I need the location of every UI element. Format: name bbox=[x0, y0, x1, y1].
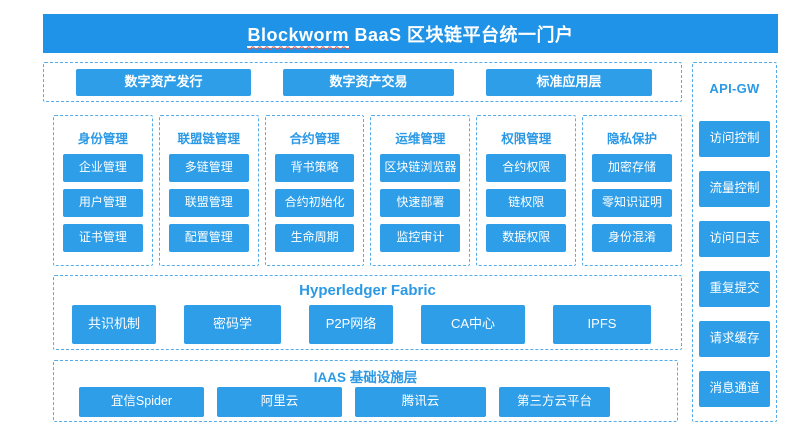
module-items: 背书策略 合约初始化 生命周期 bbox=[266, 154, 364, 252]
block-duplicate-submission[interactable]: 重复提交 bbox=[699, 271, 770, 307]
brand-name: Blockworm bbox=[247, 24, 349, 48]
banner-title-rest: BaaS 区块链平台统一门户 bbox=[349, 24, 574, 45]
block-traffic-control[interactable]: 流量控制 bbox=[699, 171, 770, 207]
iaas-items-row: 宜信Spider 阿里云 腾讯云 第三方云平台 bbox=[54, 387, 677, 417]
module-items: 多链管理 联盟管理 配置管理 bbox=[160, 154, 258, 252]
module-items: 合约权限 链权限 数据权限 bbox=[477, 154, 575, 252]
module-items: 企业管理 用户管理 证书管理 bbox=[54, 154, 152, 252]
banner-title: Blockworm BaaS 区块链平台统一门户 bbox=[247, 21, 574, 48]
block-chain-permission[interactable]: 链权限 bbox=[486, 189, 567, 217]
block-lifecycle[interactable]: 生命周期 bbox=[274, 224, 355, 252]
block-yixin-spider[interactable]: 宜信Spider bbox=[79, 387, 204, 417]
api-gateway-items: 访问控制 流量控制 访问日志 重复提交 请求缓存 消息通道 bbox=[699, 121, 770, 407]
block-contract-permission[interactable]: 合约权限 bbox=[486, 154, 567, 182]
block-identity-obfuscation[interactable]: 身份混淆 bbox=[592, 224, 672, 252]
block-monitoring-audit[interactable]: 监控审计 bbox=[380, 224, 461, 252]
block-message-channel[interactable]: 消息通道 bbox=[699, 371, 770, 407]
block-access-control[interactable]: 访问控制 bbox=[699, 121, 770, 157]
block-tencent-cloud[interactable]: 腾讯云 bbox=[355, 387, 486, 417]
block-data-permission[interactable]: 数据权限 bbox=[486, 224, 567, 252]
management-modules-row: 身份管理 企业管理 用户管理 证书管理 联盟链管理 多链管理 联盟管理 配置管理… bbox=[53, 115, 682, 266]
module-contract-management: 合约管理 背书策略 合约初始化 生命周期 bbox=[264, 115, 365, 266]
block-third-party-cloud[interactable]: 第三方云平台 bbox=[499, 387, 610, 417]
block-digital-asset-trading[interactable]: 数字资产交易 bbox=[283, 68, 454, 96]
block-consensus-mechanism[interactable]: 共识机制 bbox=[72, 305, 156, 344]
module-title: 运维管理 bbox=[395, 132, 446, 146]
block-enterprise-management[interactable]: 企业管理 bbox=[63, 154, 143, 182]
module-title: 权限管理 bbox=[501, 132, 552, 146]
block-encrypted-storage[interactable]: 加密存储 bbox=[592, 154, 672, 182]
module-identity-management: 身份管理 企业管理 用户管理 证书管理 bbox=[53, 115, 153, 266]
api-gateway-title: API-GW bbox=[709, 81, 760, 96]
application-layer-box: 数字资产发行 数字资产交易 标准应用层 bbox=[43, 62, 682, 102]
module-items: 区块链浏览器 快速部署 监控审计 bbox=[371, 154, 469, 252]
fabric-items-row: 共识机制 密码学 P2P网络 CA中心 IPFS bbox=[54, 305, 681, 344]
block-rapid-deployment[interactable]: 快速部署 bbox=[380, 189, 461, 217]
portal-title-banner: Blockworm BaaS 区块链平台统一门户 bbox=[43, 14, 778, 53]
block-alibaba-cloud[interactable]: 阿里云 bbox=[217, 387, 342, 417]
block-blockchain-explorer[interactable]: 区块链浏览器 bbox=[380, 154, 461, 182]
block-config-management[interactable]: 配置管理 bbox=[168, 224, 249, 252]
iaas-title: IAAS 基础设施层 bbox=[313, 370, 418, 385]
module-title: 隐私保护 bbox=[607, 132, 658, 146]
block-request-cache[interactable]: 请求缓存 bbox=[699, 321, 770, 357]
block-standard-application-layer[interactable]: 标准应用层 bbox=[486, 68, 652, 96]
block-zero-knowledge-proof[interactable]: 零知识证明 bbox=[592, 189, 672, 217]
module-items: 加密存储 零知识证明 身份混淆 bbox=[583, 154, 681, 252]
block-endorsement-policy[interactable]: 背书策略 bbox=[274, 154, 355, 182]
module-title: 合约管理 bbox=[289, 132, 340, 146]
fabric-title: Hyperledger Fabric bbox=[299, 282, 436, 299]
hyperledger-fabric-box: Hyperledger Fabric 共识机制 密码学 P2P网络 CA中心 I… bbox=[53, 275, 682, 350]
block-contract-initialization[interactable]: 合约初始化 bbox=[274, 189, 355, 217]
block-certificate-management[interactable]: 证书管理 bbox=[63, 224, 143, 252]
block-cryptography[interactable]: 密码学 bbox=[184, 305, 281, 344]
block-ipfs[interactable]: IPFS bbox=[553, 305, 651, 344]
iaas-infrastructure-box: IAAS 基础设施层 宜信Spider 阿里云 腾讯云 第三方云平台 bbox=[53, 360, 678, 422]
block-p2p-network[interactable]: P2P网络 bbox=[309, 305, 393, 344]
module-title: 身份管理 bbox=[77, 132, 128, 146]
module-privacy-protection: 隐私保护 加密存储 零知识证明 身份混淆 bbox=[582, 115, 682, 266]
block-digital-asset-issuance[interactable]: 数字资产发行 bbox=[76, 68, 251, 96]
module-consortium-chain-management: 联盟链管理 多链管理 联盟管理 配置管理 bbox=[158, 115, 259, 266]
module-permission-management: 权限管理 合约权限 链权限 数据权限 bbox=[476, 115, 577, 266]
module-operations-management: 运维管理 区块链浏览器 快速部署 监控审计 bbox=[370, 115, 471, 266]
block-consortium-management[interactable]: 联盟管理 bbox=[168, 189, 249, 217]
module-title: 联盟链管理 bbox=[177, 132, 240, 146]
block-ca-center[interactable]: CA中心 bbox=[421, 305, 525, 344]
api-gateway-box: API-GW 访问控制 流量控制 访问日志 重复提交 请求缓存 消息通道 bbox=[692, 62, 777, 422]
block-user-management[interactable]: 用户管理 bbox=[63, 189, 143, 217]
block-multichain-management[interactable]: 多链管理 bbox=[168, 154, 249, 182]
block-access-log[interactable]: 访问日志 bbox=[699, 221, 770, 257]
